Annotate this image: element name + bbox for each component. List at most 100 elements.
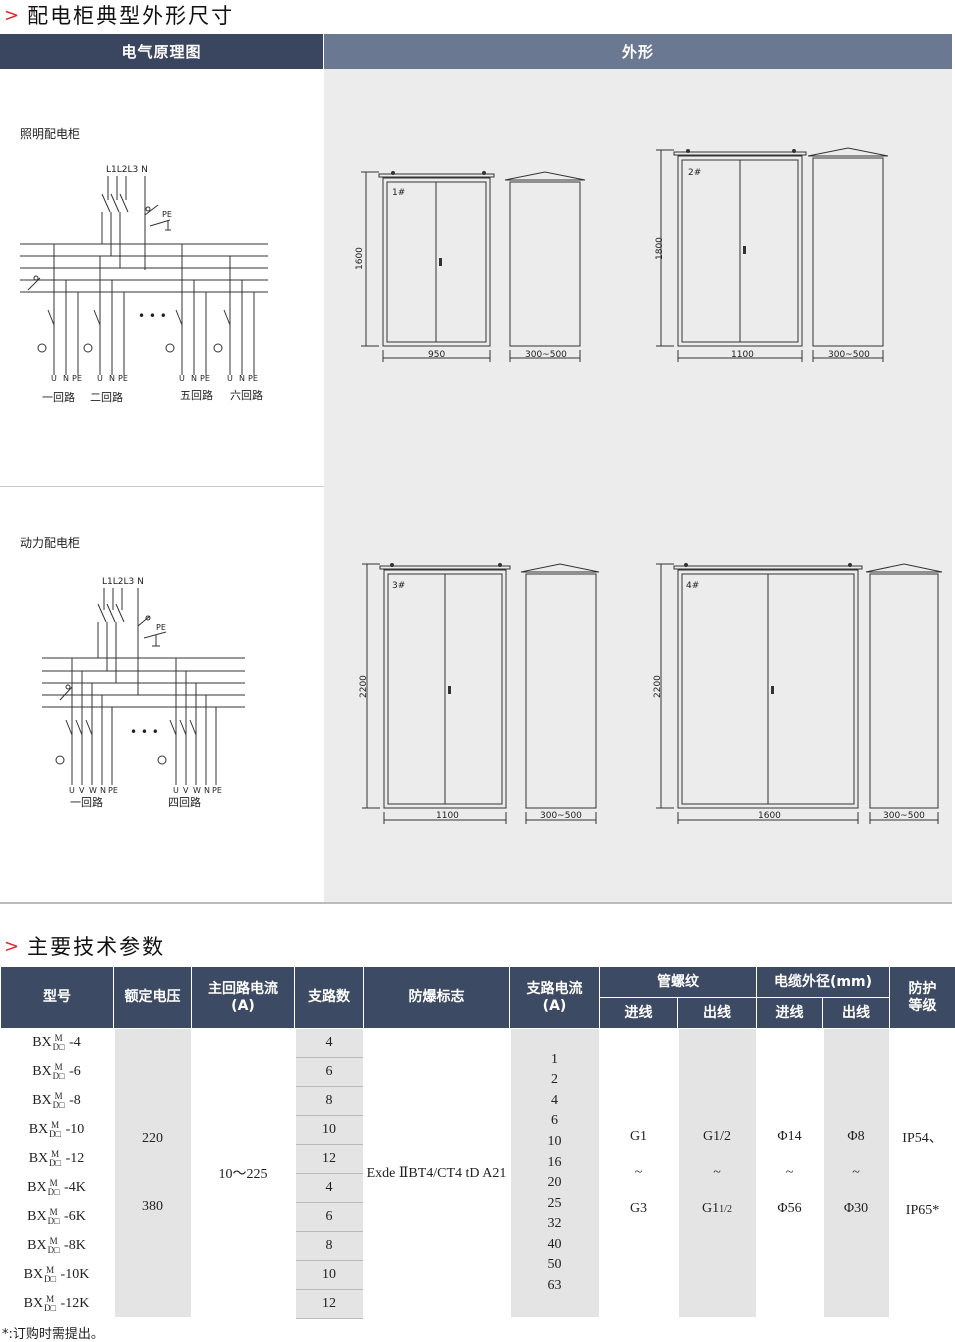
cabinet-tag: 4# (686, 581, 699, 591)
terminal-label: V (183, 786, 189, 795)
terminal-label: V (79, 786, 85, 795)
cabinet-width: 950 (428, 350, 445, 360)
circuit-label: 六回路 (230, 389, 263, 402)
header-thread-in: 进线 (600, 998, 678, 1029)
branch-count-cell: 12 (295, 1289, 364, 1318)
terminal-label: N (239, 374, 245, 383)
header-voltage: 额定电压 (114, 967, 192, 1029)
section-title-text: 配电柜典型外形尺寸 (27, 0, 234, 30)
header-branches: 支路数 (295, 967, 364, 1029)
chevron-right-icon: > (4, 5, 21, 26)
power-bus-label: L1L2L3 N (102, 577, 144, 587)
branch-count-cell: 10 (295, 1260, 364, 1289)
header-outline-label: 外形 (622, 41, 654, 62)
branch-count-cell: 6 (295, 1057, 364, 1086)
thread-in-cell: G1~G3 (600, 1029, 678, 1319)
cabinet-depth: 300~500 (525, 350, 567, 360)
terminal-label: PE (118, 374, 128, 383)
header-thread: 管螺纹 (600, 967, 757, 998)
branch-count-cell: 8 (295, 1231, 364, 1260)
cabinet-depth: 300~500 (883, 811, 925, 821)
header-cable-out: 出线 (823, 998, 890, 1029)
cabinet-depth: 300~500 (540, 811, 582, 821)
header-cable: 电缆外径(mm) (757, 967, 890, 998)
circuit-label: 四回路 (168, 796, 201, 809)
terminal-label: U (51, 374, 57, 383)
branch-count-cell: 12 (295, 1144, 364, 1173)
header-schematic-label: 电气原理图 (121, 41, 201, 62)
cabinet-height: 2200 (359, 675, 369, 698)
terminal-label: PE (248, 374, 258, 383)
cabinet-tag: 3# (392, 581, 405, 591)
lighting-schematic: L1L2L3 N PE • • • U N PE U N PE U N PE U… (0, 150, 300, 410)
cabinet-outlines: 1# 2# 3# 4# 1600 1800 2200 2200 950 1100… (324, 69, 952, 902)
main-current-cell: 10～225 (192, 1029, 295, 1319)
header-model: 型号 (1, 967, 114, 1029)
section-title-specs: > 主要技术参数 (4, 931, 165, 961)
terminal-label: N (109, 374, 115, 383)
lighting-bus-label: L1L2L3 N (106, 165, 148, 175)
ex-mark-cell: Exde ⅡBT4/CT4 tD A21 (364, 1029, 510, 1319)
cabinet-height: 2200 (653, 675, 663, 698)
section-title-dimensions: > 配电柜典型外形尺寸 (4, 0, 234, 30)
terminal-label: U (173, 786, 179, 795)
chevron-right-icon: > (4, 936, 21, 957)
terminal-label: N (63, 374, 69, 383)
cable-out-cell: Φ8~Φ30 (823, 1029, 890, 1319)
header-branch-current: 支路电流(A) (510, 967, 600, 1029)
branch-count-cell: 4 (295, 1029, 364, 1058)
branch-count-cell: 4 (295, 1173, 364, 1202)
divider (0, 902, 952, 904)
cabinet-tag: 2# (688, 168, 701, 178)
power-label: 动力配电柜 (20, 534, 80, 551)
protection-cell: IP54、IP65* (890, 1029, 955, 1319)
cabinet-depth: 300~500 (828, 350, 870, 360)
power-schematic: L1L2L3 N PE • • • U V W N PE U V W N PE … (0, 570, 300, 815)
terminal-label: PE (72, 374, 82, 383)
cabinet-height: 1600 (355, 247, 365, 270)
power-pe-label: PE (156, 623, 166, 632)
branch-count-cell: 8 (295, 1086, 364, 1115)
branch-count-cell: 10 (295, 1115, 364, 1144)
terminal-label: PE (212, 786, 222, 795)
section-title-text: 主要技术参数 (27, 931, 165, 961)
terminal-label: N (100, 786, 106, 795)
terminal-label: W (89, 786, 97, 795)
circuit-label: 五回路 (180, 389, 213, 402)
spec-table: 型号 额定电压 主回路电流(A) 支路数 防爆标志 支路电流(A) 管螺纹 电缆… (0, 966, 955, 1319)
terminal-label: PE (200, 374, 210, 383)
divider (0, 486, 324, 487)
circuit-label: 一回路 (42, 391, 75, 404)
terminal-label: N (191, 374, 197, 383)
circuit-label: 一回路 (70, 796, 103, 809)
terminal-label: U (179, 374, 185, 383)
terminal-label: N (204, 786, 210, 795)
terminal-label: U (227, 374, 233, 383)
header-thread-out: 出线 (678, 998, 757, 1029)
power-dots: • • • (130, 725, 159, 739)
branch-count-cell: 6 (295, 1202, 364, 1231)
header-main-current: 主回路电流(A) (192, 967, 295, 1029)
header-outline: 外形 (324, 34, 952, 69)
lighting-pe-label: PE (162, 210, 172, 219)
header-cable-in: 进线 (757, 998, 823, 1029)
cabinet-width: 1100 (731, 350, 754, 360)
cabinet-width: 1100 (436, 811, 459, 821)
circuit-label: 二回路 (90, 391, 123, 404)
lighting-label: 照明配电柜 (20, 125, 80, 142)
cabinet-height: 1800 (655, 237, 665, 260)
terminal-label: U (97, 374, 103, 383)
cable-in-cell: Φ14~Φ56 (757, 1029, 823, 1319)
header-ex-mark: 防爆标志 (364, 967, 510, 1029)
header-protection: 防护等级 (890, 967, 955, 1029)
